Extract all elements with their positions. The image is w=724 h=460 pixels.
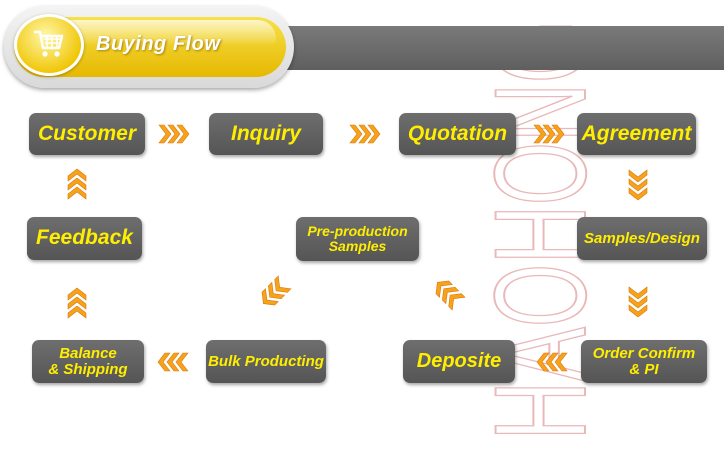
step-order-confirm: Order Confirm & PI <box>581 340 707 383</box>
step-agreement: Agreement <box>577 113 696 155</box>
step-preproduction-samples: Pre-production Samples <box>296 217 419 261</box>
step-samples-design: Samples/Design <box>577 217 707 260</box>
header-bar <box>240 26 724 70</box>
step-customer: Customer <box>29 113 145 155</box>
step-quotation: Quotation <box>399 113 516 155</box>
arrow-balance-to-feedback <box>67 287 87 319</box>
step-bulk-producting: Bulk Producting <box>206 340 326 383</box>
step-feedback: Feedback <box>27 217 142 260</box>
step-inquiry: Inquiry <box>209 113 323 155</box>
step-deposite: Deposite <box>403 340 515 383</box>
arrow-customer-to-inquiry <box>158 124 190 144</box>
cart-badge <box>14 14 84 76</box>
arrow-samples-to-order <box>628 286 648 318</box>
arrow-quotation-to-agreement <box>533 124 565 144</box>
shopping-cart-icon <box>34 30 64 57</box>
arrow-inquiry-to-quotation <box>349 124 381 144</box>
page-title: Buying Flow <box>96 33 221 55</box>
step-balance-shipping: Balance & Shipping <box>32 340 144 383</box>
arrow-bulk-to-balance <box>157 352 189 372</box>
arrow-order-to-deposite <box>536 352 568 372</box>
arrow-agreement-to-samples <box>628 169 648 201</box>
arrow-feedback-to-customer <box>67 168 87 200</box>
